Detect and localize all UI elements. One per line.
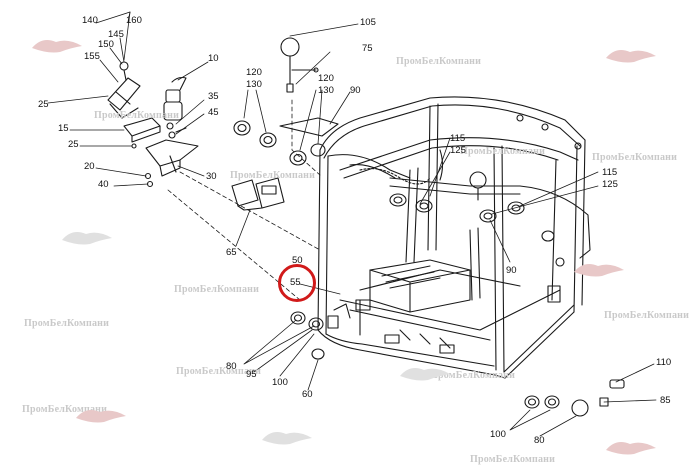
callout-115: 115 (602, 167, 618, 178)
watermark-logo-icon (76, 410, 126, 423)
callout-115: 115 (450, 133, 466, 144)
watermark-text: ПромБелКомпани (604, 310, 690, 321)
cab-lamps (389, 171, 555, 242)
callout-25: 25 (68, 139, 79, 150)
watermark-logo-icon (606, 442, 656, 455)
callout-65: 65 (226, 247, 237, 258)
callout-55: 55 (290, 277, 301, 288)
callout-100: 100 (272, 377, 288, 388)
leader-lines (47, 11, 657, 437)
callout-80: 80 (534, 435, 545, 446)
highlight-circle (278, 264, 316, 302)
callout-120: 120 (318, 73, 334, 84)
loose-lamps-right (524, 379, 625, 417)
callout-120: 120 (246, 67, 262, 78)
callout-100: 100 (490, 429, 506, 440)
watermark-text: ПромБелКомпани (94, 110, 180, 121)
callout-15: 15 (58, 123, 69, 134)
callout-105: 105 (360, 17, 376, 28)
callout-130: 130 (246, 79, 262, 90)
callout-75: 75 (362, 43, 373, 54)
watermark-text: ПромБелКомпани (24, 318, 110, 329)
callout-95: 95 (246, 369, 257, 380)
callout-45: 45 (208, 107, 219, 118)
callout-90: 90 (350, 85, 361, 96)
callout-125: 125 (602, 179, 618, 190)
callout-85: 85 (660, 395, 671, 406)
callout-90: 90 (506, 265, 517, 276)
callout-155: 155 (84, 51, 100, 62)
callout-125: 125 (450, 145, 466, 156)
callout-50: 50 (292, 255, 303, 266)
callout-40: 40 (98, 179, 109, 190)
watermark-logo-icon (400, 368, 450, 381)
callout-25: 25 (38, 99, 49, 110)
watermark-text: ПромБелКомпани (470, 454, 556, 465)
callout-60: 60 (302, 389, 313, 400)
callout-10: 10 (208, 53, 219, 64)
watermark-text: ПромБелКомпани (230, 170, 316, 181)
steering-column-parts (107, 61, 199, 188)
callout-30: 30 (206, 171, 217, 182)
watermark-logo-icon (262, 432, 312, 445)
callout-150: 150 (98, 39, 114, 50)
switch-panel (231, 177, 285, 211)
watermark-logo-icon (32, 40, 82, 53)
callout-110: 110 (656, 357, 672, 368)
cab-frame (317, 96, 591, 379)
callout-130: 130 (318, 85, 334, 96)
callout-160: 160 (126, 15, 142, 26)
callout-80: 80 (226, 361, 237, 372)
watermark-text: ПромБелКомпани (176, 366, 262, 377)
watermark-logo-icon (574, 264, 624, 277)
control-switches (233, 37, 339, 166)
watermark-logo-icon (62, 232, 112, 245)
watermark-text: ПромБелКомпани (460, 146, 546, 157)
watermark-text: ПромБелКомпани (174, 284, 260, 295)
watermark-text: ПромБелКомпани (592, 152, 678, 163)
watermark-text: ПромБелКомпани (430, 370, 516, 381)
loose-lamps-left (290, 303, 351, 360)
callout-140: 140 (82, 15, 98, 26)
callout-20: 20 (84, 161, 95, 172)
callout-145: 145 (108, 29, 124, 40)
watermark-text: ПромБелКомпани (22, 404, 108, 415)
callout-35: 35 (208, 91, 219, 102)
watermark-logo-icon (606, 50, 656, 63)
watermark-text: ПромБелКомпани (396, 56, 482, 67)
